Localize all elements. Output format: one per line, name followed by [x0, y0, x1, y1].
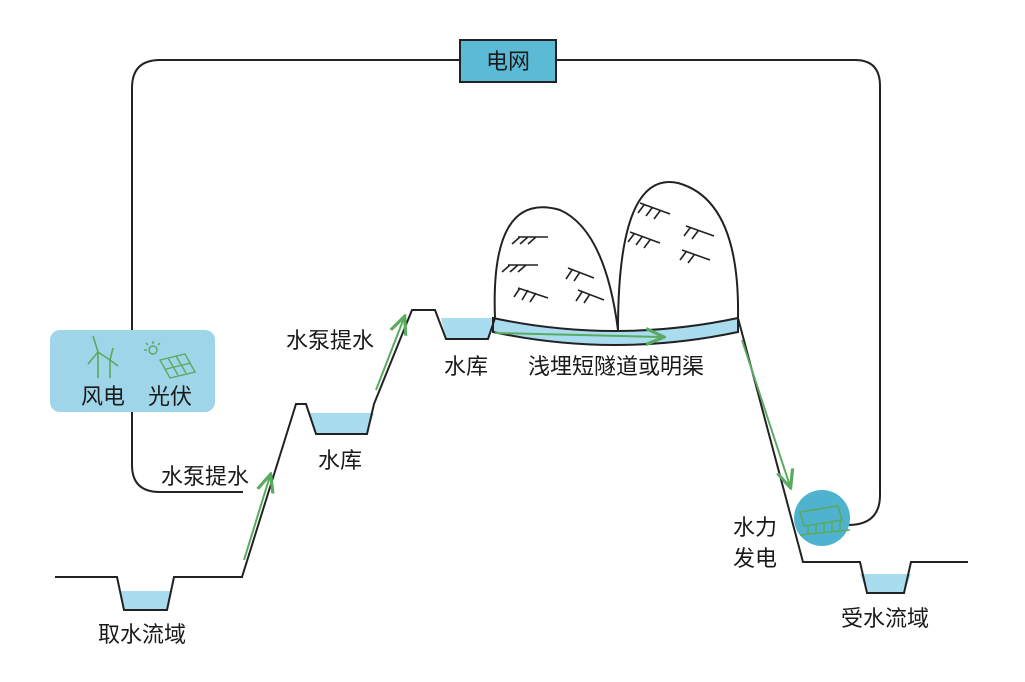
- grid-line-left: [131, 59, 460, 493]
- pump-1-label: 水泵提水: [161, 465, 249, 490]
- reservoir-2-water: [441, 318, 493, 339]
- wind-turbine-icon: [87, 335, 119, 378]
- grid-box: 电网: [459, 39, 557, 83]
- pump-2-arrow: [375, 318, 404, 391]
- pump-1-arrow: [243, 476, 270, 561]
- reservoir-2-label: 水库: [444, 355, 488, 380]
- reservoir-1-label: 水库: [318, 449, 362, 474]
- mountain-left: [493, 206, 619, 331]
- source-basin-label: 取水流域: [98, 623, 186, 648]
- grid-label: 电网: [486, 50, 530, 75]
- tunnel-flow-arrow: [494, 333, 662, 337]
- hydro-turbine-icon: [794, 490, 851, 546]
- reservoir-1-water: [309, 413, 374, 434]
- hydro-label-line1: 水力: [733, 516, 777, 541]
- wind-label: 风电: [81, 385, 125, 410]
- tunnel-channel: [492, 316, 739, 346]
- hydro-label-line2: 发电: [733, 547, 777, 572]
- tunnel-label: 浅埋短隧道或明渠: [528, 355, 704, 380]
- source-basin-water: [121, 591, 170, 610]
- mountain-right: [617, 181, 740, 331]
- grid-line-right: [556, 59, 881, 526]
- downhill-flow-arrow: [741, 339, 790, 486]
- terrain-profile: [55, 309, 496, 611]
- solar-panel-icon: [144, 341, 197, 379]
- receiving-basin-label: 受水流域: [841, 607, 929, 632]
- renewables-panel: 风电 光伏: [50, 330, 215, 412]
- mountain-hatching: [501, 202, 715, 304]
- pump-2-label: 水泵提水: [286, 329, 374, 354]
- terrain-profile-right: [737, 317, 968, 594]
- receiving-basin-water: [860, 574, 911, 593]
- solar-label: 光伏: [148, 385, 192, 410]
